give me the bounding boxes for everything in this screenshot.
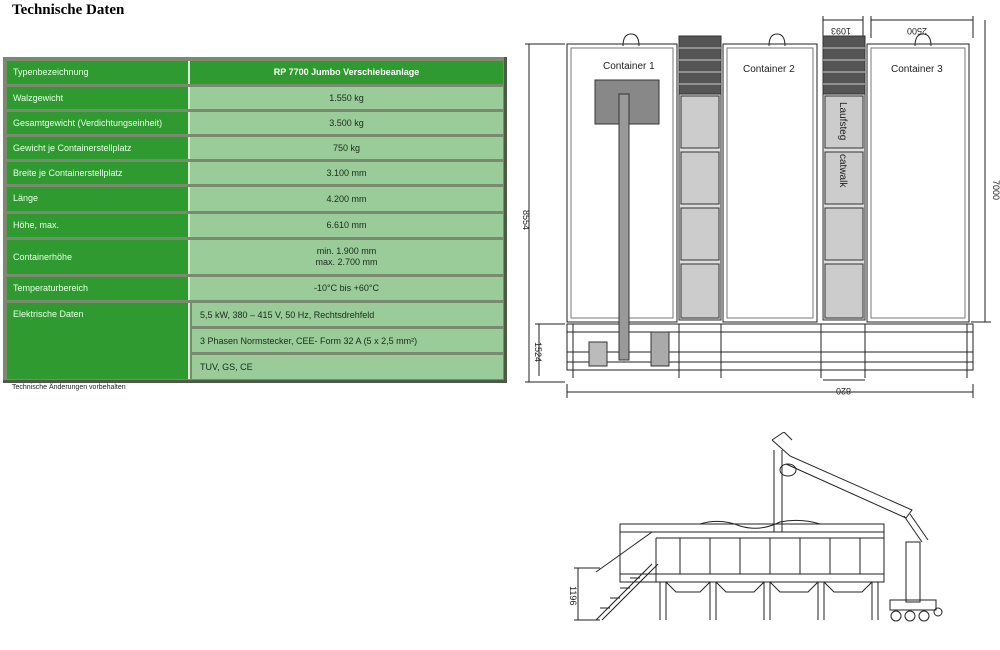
row-label: Containerhöhe — [7, 240, 190, 274]
walkway-label: Laufsteg — [837, 102, 848, 140]
row-value: 3.500 kg — [190, 112, 503, 134]
row-label: Breite je Containerstellplatz — [7, 162, 190, 184]
dimension-label: 8554 — [521, 210, 531, 230]
table-row-container-height: Containerhöhe min. 1.900 mm max. 2.700 m… — [7, 240, 503, 274]
row-label: Walzgewicht — [7, 87, 190, 109]
table-row: Gesamtgewicht (Verdichtungseinheit) 3.50… — [7, 112, 503, 134]
row-value: 6.610 mm — [190, 214, 503, 237]
container-height-min: min. 1.900 mm — [316, 246, 377, 256]
row-label: Höhe, max. — [7, 214, 190, 237]
container-label: Container 2 — [743, 64, 795, 75]
row-label: Typenbezeichnung — [7, 61, 190, 84]
spec-table: Typenbezeichnung RP 7700 Jumbo Verschieb… — [3, 57, 507, 383]
table-row: Walzgewicht 1.550 kg — [7, 87, 503, 109]
footnote: Technische Änderungen vorbehalten — [12, 384, 126, 391]
table-header-row: Typenbezeichnung RP 7700 Jumbo Verschieb… — [7, 61, 503, 84]
row-value: RP 7700 Jumbo Verschiebeanlage — [190, 61, 503, 84]
dimension-label: 1196 — [568, 586, 578, 605]
electrical-label: Elektrische Daten — [7, 303, 190, 379]
row-value: min. 1.900 mm max. 2.700 mm — [190, 240, 503, 274]
row-value: 1.550 kg — [190, 87, 503, 109]
table-row: Temperaturbereich -10°C bis +60°C — [7, 277, 503, 300]
dimension-label: 1093 — [831, 26, 851, 36]
walkway-label: catwalk — [837, 154, 848, 188]
side-view-drawing: 1196 — [568, 432, 943, 622]
top-view-drawing: Container 1 Container 2 Container 3 Lauf… — [521, 16, 1000, 398]
row-label: Länge — [7, 187, 190, 211]
table-row: Breite je Containerstellplatz 3.100 mm — [7, 162, 503, 184]
dimension-label: 7000 — [991, 180, 1000, 200]
dimension-label: 2500 — [907, 26, 927, 36]
row-label: Temperaturbereich — [7, 277, 190, 300]
dimension-label: 1524 — [533, 342, 543, 362]
table-row: Länge 4.200 mm — [7, 187, 503, 211]
row-label: Gesamtgewicht (Verdichtungseinheit) — [7, 112, 190, 134]
container-label: Container 3 — [891, 64, 943, 75]
dimension-label: 820 — [836, 386, 851, 396]
row-label: Gewicht je Containerstellplatz — [7, 137, 190, 159]
row-value: 4.200 mm — [190, 187, 503, 211]
electrical-value: 5,5 kW, 380 – 415 V, 50 Hz, Rechtsdrehfe… — [192, 303, 503, 326]
table-row: Höhe, max. 6.610 mm — [7, 214, 503, 237]
table-row: Gewicht je Containerstellplatz 750 kg — [7, 137, 503, 159]
electrical-value: 3 Phasen Normstecker, CEE- Form 32 A (5 … — [192, 329, 503, 352]
container-label: Container 1 — [603, 61, 655, 72]
row-value: 750 kg — [190, 137, 503, 159]
row-value: -10°C bis +60°C — [190, 277, 503, 300]
container-height-max: max. 2.700 mm — [315, 257, 378, 267]
row-value: 3.100 mm — [190, 162, 503, 184]
page-title: Technische Daten — [12, 2, 125, 18]
electrical-value: TUV, GS, CE — [192, 355, 503, 379]
